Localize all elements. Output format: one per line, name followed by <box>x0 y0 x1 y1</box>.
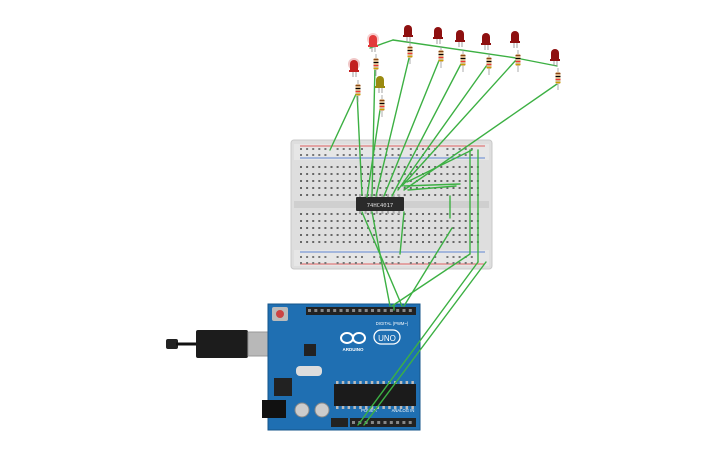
atmega-chip <box>334 384 416 406</box>
resistor-4[interactable] <box>438 46 444 68</box>
led-1[interactable] <box>348 58 360 77</box>
resistor-5[interactable] <box>460 50 466 72</box>
breadboard-holes <box>300 148 479 264</box>
resistor-1[interactable] <box>355 80 361 102</box>
arduino-logo <box>340 329 401 345</box>
led-2[interactable] <box>367 33 379 52</box>
digital-header-label: DIGITAL (PWM~) <box>376 321 409 326</box>
led-4[interactable] <box>433 27 443 44</box>
arduino-board[interactable]: UNO ARDUINO DIGITAL (PWM~) ANALOG IN POW… <box>166 303 421 431</box>
ic-label: 74HC4017 <box>367 203 394 209</box>
led-6[interactable] <box>481 33 491 50</box>
usb-cable <box>166 330 285 358</box>
led-9[interactable] <box>375 76 385 93</box>
ic-chip[interactable]: 74HC4017 <box>356 194 404 214</box>
led-array[interactable] <box>348 25 561 117</box>
resistor-9[interactable] <box>379 95 385 117</box>
resistor-2[interactable] <box>373 54 379 76</box>
arduino-brand: ARDUINO <box>343 347 364 352</box>
led-8[interactable] <box>550 49 560 66</box>
led-5[interactable] <box>455 30 465 47</box>
resistor-6[interactable] <box>486 53 492 75</box>
resistor-3[interactable] <box>407 42 413 64</box>
resistor-7[interactable] <box>515 50 521 72</box>
analog-header-label: ANALOG IN <box>392 408 415 413</box>
power-jack[interactable] <box>262 400 286 418</box>
arduino-model: UNO <box>378 334 396 343</box>
wires[interactable] <box>329 39 558 426</box>
resistor-8[interactable] <box>555 68 561 90</box>
led-7[interactable] <box>510 31 520 48</box>
led-3[interactable] <box>403 25 413 42</box>
